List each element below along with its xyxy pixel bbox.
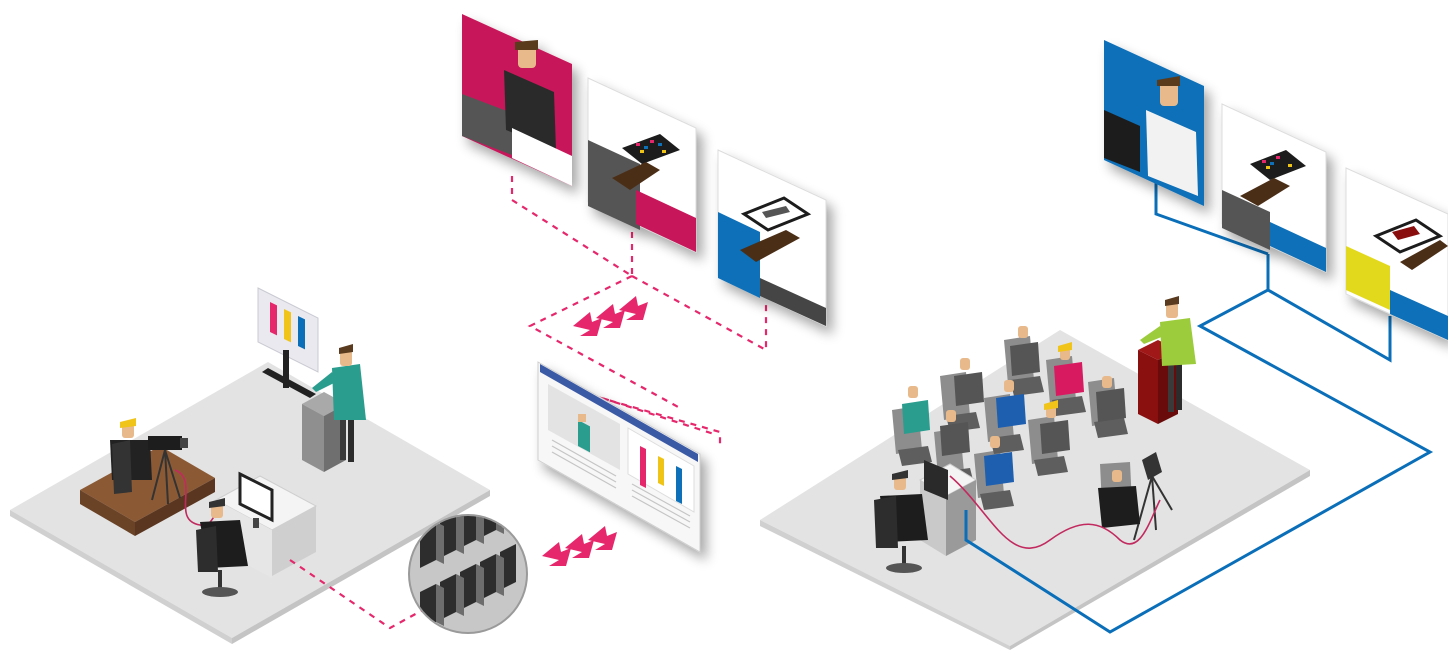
flow-arrow-icon: [542, 526, 617, 566]
desk-operator-right: [874, 470, 928, 573]
lectern-left: [302, 392, 346, 472]
camera-operator: [110, 418, 188, 505]
viewer-panel-6: [1345, 167, 1448, 341]
wooden-stage: [80, 446, 215, 536]
flow-arrow-icon: [573, 296, 648, 336]
viewer-panel-4: [1104, 40, 1204, 206]
presenter-teal: [312, 344, 366, 462]
camera-cable-right: [949, 475, 1161, 549]
web-player-panel: [537, 361, 701, 553]
video-camera-icon: [1133, 452, 1173, 541]
tablet-icon: [622, 134, 680, 164]
magenta-link-lines: [289, 176, 768, 630]
camera-operator-right: [1098, 470, 1140, 528]
desk-operator: [196, 498, 248, 597]
audience-members: [902, 326, 1126, 486]
operator-desk: [214, 471, 318, 578]
control-desk: [918, 460, 978, 556]
viewer-panel-5: [1221, 103, 1327, 273]
monitor-icon: [924, 460, 948, 500]
blue-link-lines: [964, 176, 1434, 634]
viewer-panel-2: [587, 77, 697, 253]
presenter-green: [1140, 296, 1196, 412]
monitor-icon: [238, 471, 274, 523]
tablet-icon: [1250, 150, 1306, 180]
viewer-panel-1: [462, 14, 572, 186]
server-rack-icon: [408, 514, 528, 634]
viewer-panel-3: [717, 149, 827, 327]
presentation-board: [257, 287, 319, 398]
